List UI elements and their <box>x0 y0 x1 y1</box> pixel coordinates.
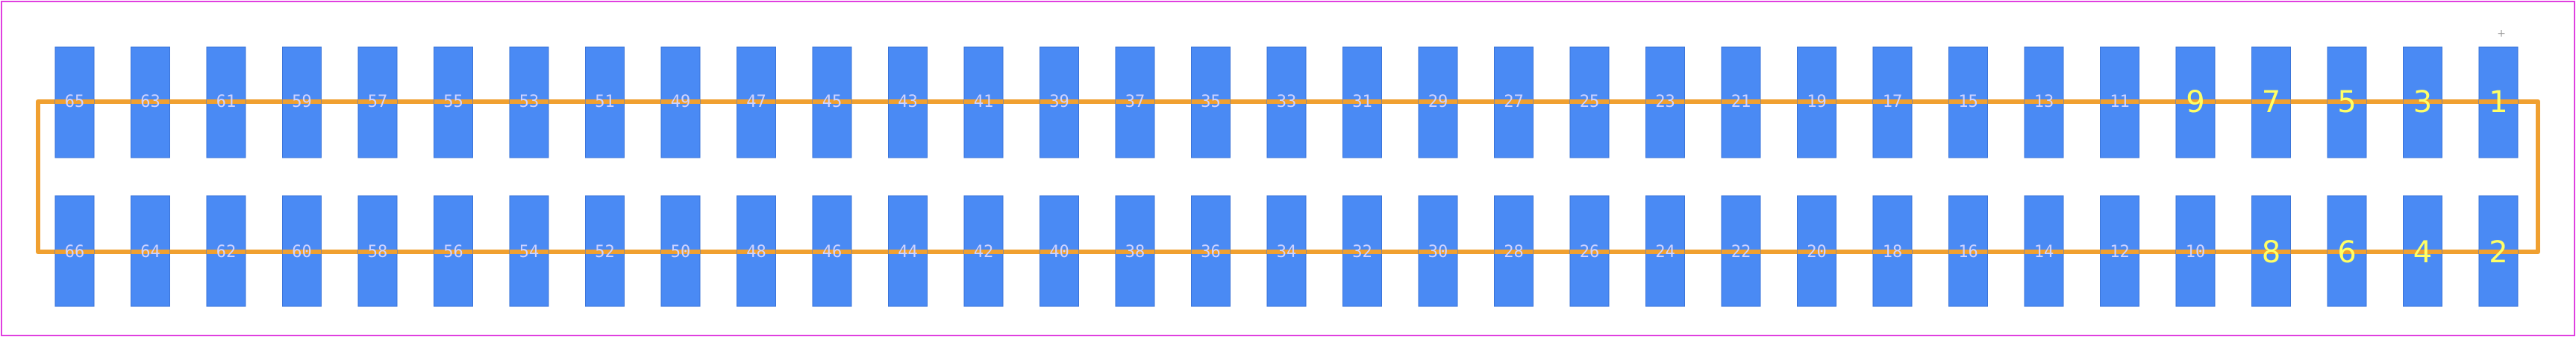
pad-label-33: 33 <box>1277 93 1297 111</box>
pad-label-62: 62 <box>216 243 237 262</box>
pad-label-25: 25 <box>1580 93 1600 111</box>
pad-label-44: 44 <box>898 243 918 262</box>
pad-label-11: 11 <box>2110 93 2130 111</box>
pad-label-53: 53 <box>519 93 540 111</box>
pad-label-31: 31 <box>1352 93 1372 111</box>
pad-label-18: 18 <box>1883 243 1903 262</box>
pad-label-65: 65 <box>65 93 85 111</box>
pad-label-54: 54 <box>519 243 540 262</box>
pad-label-43: 43 <box>898 93 918 111</box>
pad-label-6: 6 <box>2337 235 2356 270</box>
pad-label-46: 46 <box>822 243 842 262</box>
pad-label-39: 39 <box>1049 93 1069 111</box>
pad-label-50: 50 <box>671 243 691 262</box>
pad-label-40: 40 <box>1049 243 1069 262</box>
pad-label-20: 20 <box>1807 243 1827 262</box>
pad-label-23: 23 <box>1655 93 1675 111</box>
pad-label-55: 55 <box>443 93 463 111</box>
pad-label-5: 5 <box>2337 85 2356 120</box>
pad-label-19: 19 <box>1807 93 1827 111</box>
pad-label-61: 61 <box>216 93 237 111</box>
pad-label-3: 3 <box>2413 85 2432 120</box>
pad-label-60: 60 <box>292 243 312 262</box>
pad-label-12: 12 <box>2110 243 2130 262</box>
pad-label-57: 57 <box>368 93 388 111</box>
pad-label-1: 1 <box>2489 85 2507 120</box>
pad-label-56: 56 <box>443 243 463 262</box>
pad-label-15: 15 <box>1958 93 1978 111</box>
pad-label-51: 51 <box>595 93 615 111</box>
pad-label-58: 58 <box>368 243 388 262</box>
pad-label-63: 63 <box>140 93 160 111</box>
pad-label-27: 27 <box>1504 93 1524 111</box>
pad-label-2: 2 <box>2489 235 2507 270</box>
pad-label-8: 8 <box>2262 235 2280 270</box>
pad-label-26: 26 <box>1580 243 1600 262</box>
pad-label-52: 52 <box>595 243 615 262</box>
pad-label-45: 45 <box>822 93 842 111</box>
pad-label-47: 47 <box>746 93 766 111</box>
pad-label-10: 10 <box>2186 243 2206 262</box>
pad-label-28: 28 <box>1504 243 1524 262</box>
pad-label-22: 22 <box>1731 243 1751 262</box>
pad-label-4: 4 <box>2413 235 2432 270</box>
pad-label-49: 49 <box>671 93 691 111</box>
pad-label-42: 42 <box>974 243 994 262</box>
pad-label-29: 29 <box>1428 93 1448 111</box>
pad-label-13: 13 <box>2034 93 2054 111</box>
pad-label-37: 37 <box>1125 93 1145 111</box>
pad-label-35: 35 <box>1201 93 1221 111</box>
pad-label-30: 30 <box>1428 243 1448 262</box>
pad-label-34: 34 <box>1277 243 1297 262</box>
pad-label-16: 16 <box>1958 243 1978 262</box>
pad-label-41: 41 <box>974 93 994 111</box>
pad-label-59: 59 <box>292 93 312 111</box>
pad-label-24: 24 <box>1655 243 1675 262</box>
pad-label-7: 7 <box>2262 85 2280 120</box>
pin1-marker: + <box>2497 28 2506 40</box>
trace-path <box>36 99 2540 254</box>
connector-traces <box>36 99 2540 254</box>
pad-label-64: 64 <box>140 243 160 262</box>
pad-label-38: 38 <box>1125 243 1145 262</box>
pad-label-66: 66 <box>65 243 85 262</box>
pad-label-36: 36 <box>1201 243 1221 262</box>
pad-label-48: 48 <box>746 243 766 262</box>
pad-label-14: 14 <box>2034 243 2054 262</box>
pad-label-17: 17 <box>1883 93 1903 111</box>
pad-label-32: 32 <box>1352 243 1372 262</box>
pad-label-9: 9 <box>2186 85 2204 120</box>
pad-label-21: 21 <box>1731 93 1751 111</box>
